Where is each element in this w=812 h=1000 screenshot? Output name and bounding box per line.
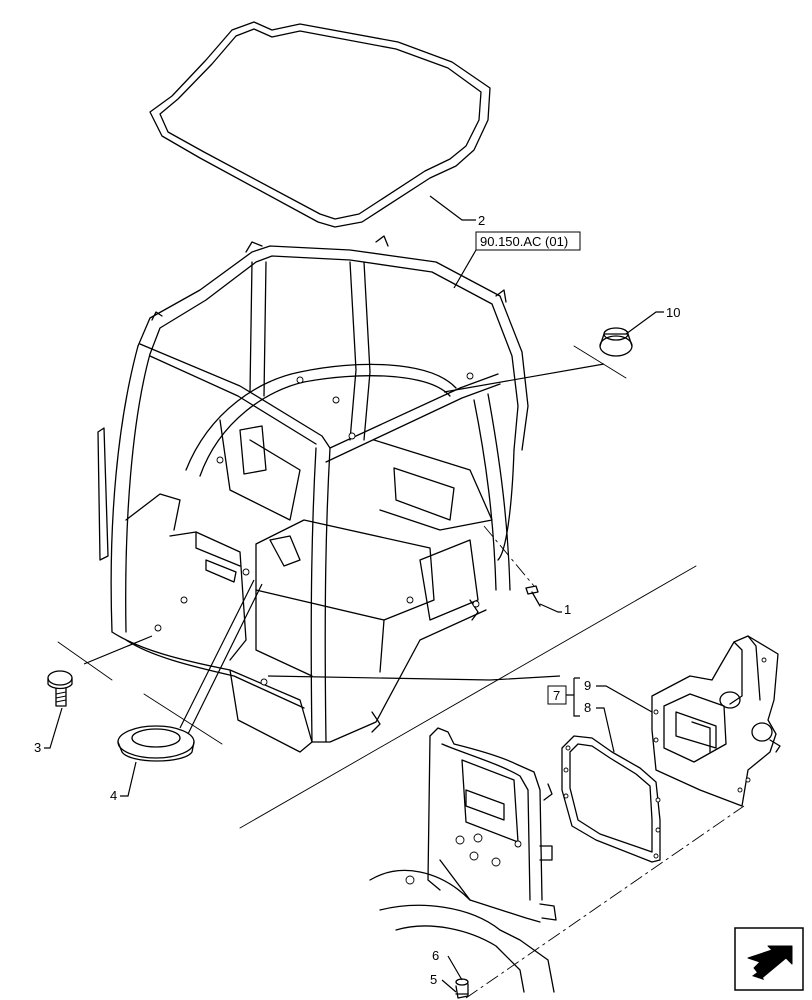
leader-3 <box>44 707 63 749</box>
leader-4 <box>120 761 137 797</box>
grommet-4 <box>117 725 195 762</box>
gasket-8 <box>561 735 661 863</box>
callout-8: 8 <box>584 700 591 715</box>
roof-seal <box>149 21 491 228</box>
bracket-7 <box>566 677 580 717</box>
leader-8 <box>596 707 615 753</box>
screw-1 <box>525 585 541 607</box>
leader-2 <box>429 195 476 221</box>
callout-5: 5 <box>430 972 437 987</box>
callout-6: 6 <box>432 948 439 963</box>
leader-ref <box>453 249 477 289</box>
leader-detail <box>267 675 561 681</box>
bolt-5-washer-6 <box>455 978 469 999</box>
detail-cab-corner <box>369 727 557 993</box>
section-line-4 <box>143 693 223 745</box>
leader-10 <box>625 311 664 335</box>
cab-frame <box>97 235 529 753</box>
leader-3-cab <box>83 635 153 665</box>
callout-3: 3 <box>34 740 41 755</box>
leader-6 <box>447 955 463 981</box>
leader-4-cab-a <box>179 579 255 729</box>
callout-4: 4 <box>110 788 117 803</box>
section-line-3 <box>57 641 113 681</box>
reference-box <box>475 231 581 251</box>
detail-divider <box>239 565 697 829</box>
leader-5 <box>441 979 457 993</box>
callout-10: 10 <box>666 305 680 320</box>
axis-1 <box>483 525 535 587</box>
section-line-10 <box>573 345 627 379</box>
bracket-9 <box>651 635 781 807</box>
callout-2: 2 <box>478 213 485 228</box>
mounting-axis <box>465 805 745 999</box>
leader-4-cab-b <box>187 583 263 735</box>
bolt-3 <box>47 670 73 707</box>
cab-fastener-holes <box>154 372 480 686</box>
reference-label[interactable]: 90.150.AC (01) <box>480 234 568 249</box>
plug-10 <box>599 327 633 357</box>
callout-1: 1 <box>564 602 571 617</box>
leader-1 <box>539 603 562 613</box>
callout-9: 9 <box>584 678 591 693</box>
next-page-arrow-icon[interactable] <box>734 927 804 991</box>
callout-7: 7 <box>553 688 560 703</box>
leader-9 <box>596 685 653 713</box>
leader-10-cab <box>443 363 605 393</box>
